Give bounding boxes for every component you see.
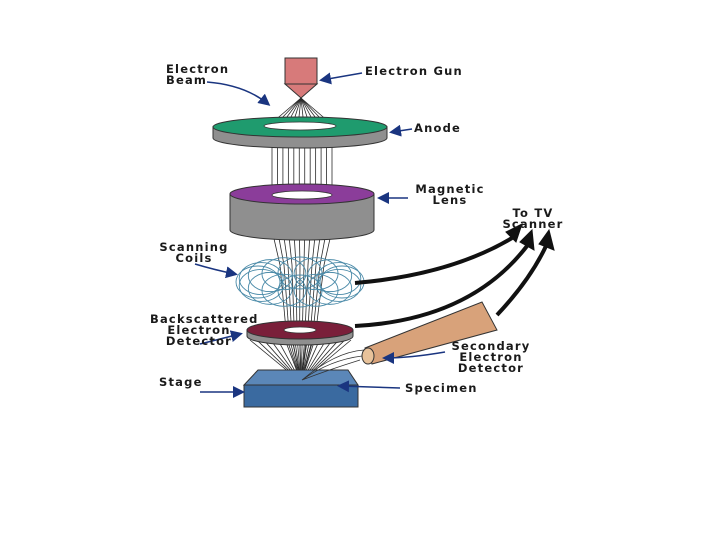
secondary-electron-detector <box>301 301 498 381</box>
label-electron-gun: Electron Gun <box>365 64 463 78</box>
label-electron-beam: Electron Beam <box>166 62 230 87</box>
label-scanning-coils: Scanning Coils <box>159 240 229 265</box>
callout-arrows <box>194 72 446 398</box>
backscattered-electron-detector <box>246 320 354 346</box>
electron-gun <box>283 57 319 99</box>
label-to-tv-scanner: To TV Scanner <box>502 206 564 231</box>
anode <box>212 116 388 149</box>
signal-arrows <box>354 223 555 328</box>
label-secondary-detector: Secondary Electron Detector <box>451 339 531 375</box>
magnetic-lens <box>229 183 375 241</box>
label-backscattered-detector: Backscattered Electron Detector <box>150 312 259 348</box>
scanning-coils <box>235 256 365 308</box>
specimen-stage <box>242 369 359 408</box>
label-stage: Stage <box>159 375 203 389</box>
label-anode: Anode <box>414 121 462 135</box>
label-magnetic-lens: Magnetic Lens <box>415 182 485 207</box>
label-specimen: Specimen <box>405 381 478 395</box>
